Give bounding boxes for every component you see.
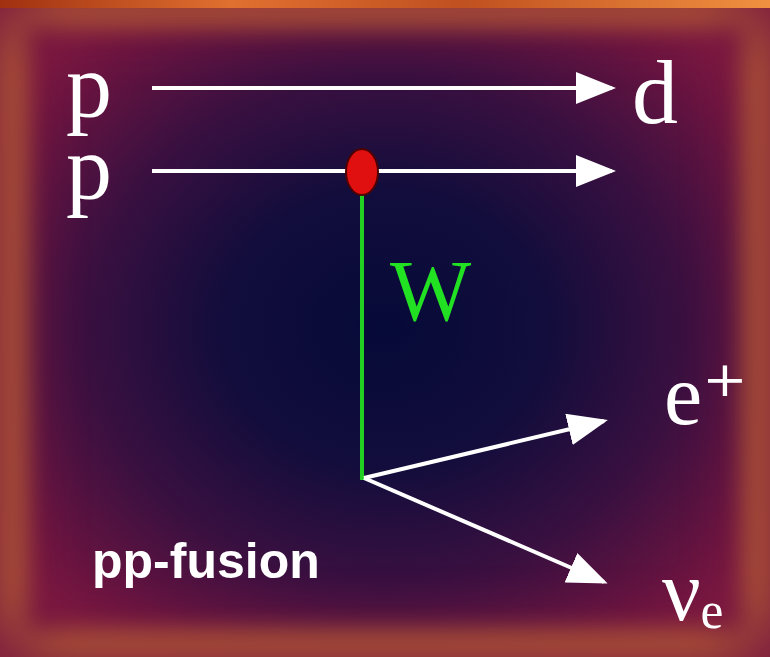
w-boson-line — [360, 190, 364, 480]
positron-line — [364, 421, 604, 478]
particle-label: d — [632, 46, 678, 138]
proton-line — [152, 169, 612, 173]
vertex-dot — [346, 149, 378, 195]
particle-label: e⁺ — [664, 352, 748, 438]
proton-line — [152, 86, 612, 90]
particle-label: p — [66, 40, 112, 132]
particle-label: p — [66, 122, 112, 214]
neutrino-line — [364, 478, 604, 582]
top-strip — [0, 0, 770, 8]
particle-label: νₑ — [662, 548, 723, 634]
process-title: pp-fusion — [92, 536, 320, 586]
boson-label: W — [390, 248, 471, 334]
